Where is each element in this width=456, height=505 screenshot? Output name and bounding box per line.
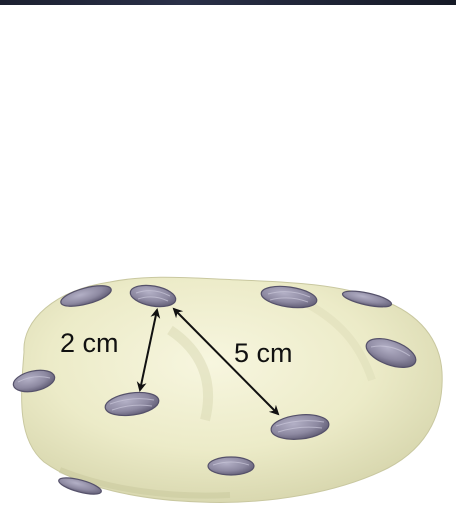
label-5cm: 5 cm [234,338,293,368]
raisin [208,457,254,475]
label-2cm: 2 cm [60,328,119,358]
